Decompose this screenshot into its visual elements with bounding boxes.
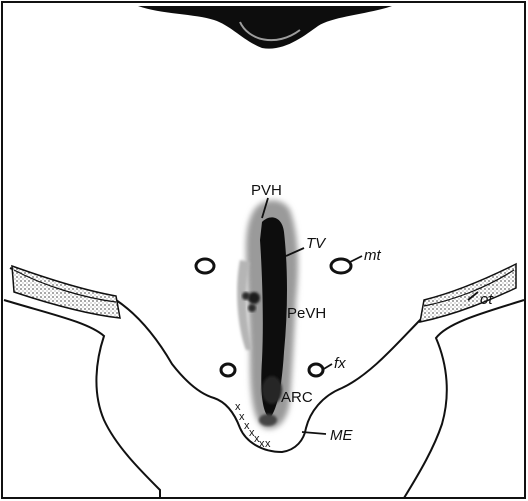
cell-cluster [248,292,260,304]
label-ot: ot [480,291,493,308]
label-mt: mt [364,247,381,264]
right-lower-outline [404,300,524,498]
x-marker: x [265,438,271,450]
label-pevh: PeVH [287,305,326,322]
label-me: ME [330,427,353,444]
label-pvh: PVH [251,182,282,199]
dorsal-dark-region [138,6,392,49]
label-fx: fx [334,355,346,372]
left-lower-outline [4,300,160,498]
label-tv: TV [306,235,327,252]
mt-leader [350,256,362,262]
left-fx-ring [221,364,235,376]
right-mt-ring [331,259,351,273]
label-arc: ARC [281,389,313,406]
left-optic-tract [12,266,120,318]
arcuate-staining [262,376,282,404]
right-fx-ring [309,364,323,376]
left-mt-ring [196,259,214,273]
